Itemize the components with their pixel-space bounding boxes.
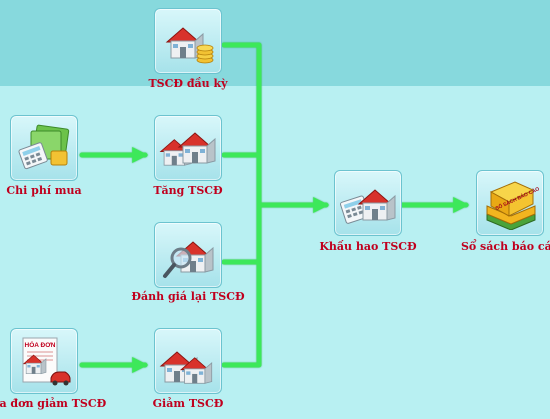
houses-icon — [160, 351, 213, 384]
label-opening-assets: TSCĐ đầu kỳ — [148, 77, 228, 90]
node-disposal-invoice[interactable]: HÓA ĐƠN — [10, 328, 78, 394]
invoice-house-car-icon: HÓA ĐƠN — [22, 337, 71, 386]
svg-text:HÓA ĐƠN: HÓA ĐƠN — [25, 340, 56, 349]
report-books-icon: SỔ SÁCH BÁO CÁO — [486, 181, 539, 230]
money-folder-calculator-icon — [18, 124, 70, 170]
label-asset-revaluation: Đánh giá lại TSCĐ — [131, 290, 245, 303]
node-asset-decrease[interactable] — [154, 328, 222, 394]
label-purchase-cost: Chi phí mua — [6, 184, 82, 197]
connector-decrease — [221, 202, 262, 368]
house-with-coins-icon — [166, 27, 214, 64]
label-depreciation: Khấu hao TSCĐ — [319, 240, 417, 253]
label-asset-decrease: Giảm TSCĐ — [152, 397, 224, 410]
node-purchase-cost[interactable] — [10, 115, 78, 181]
connector-opening — [221, 42, 262, 208]
label-report: Sổ sách báo cáo — [460, 240, 550, 253]
house-magnifier-icon — [163, 241, 214, 278]
node-asset-revaluation[interactable] — [154, 222, 222, 288]
top-band — [0, 0, 550, 86]
house-calculator-icon — [339, 189, 396, 224]
label-disposal-invoice: Hóa đơn giảm TSCĐ — [0, 397, 107, 410]
node-asset-increase[interactable] — [154, 115, 222, 181]
label-asset-increase: Tăng TSCĐ — [153, 184, 223, 197]
node-depreciation[interactable] — [334, 170, 402, 236]
node-report[interactable]: SỔ SÁCH BÁO CÁO — [476, 170, 544, 236]
node-opening-assets[interactable] — [154, 8, 222, 74]
houses-icon — [160, 132, 216, 166]
